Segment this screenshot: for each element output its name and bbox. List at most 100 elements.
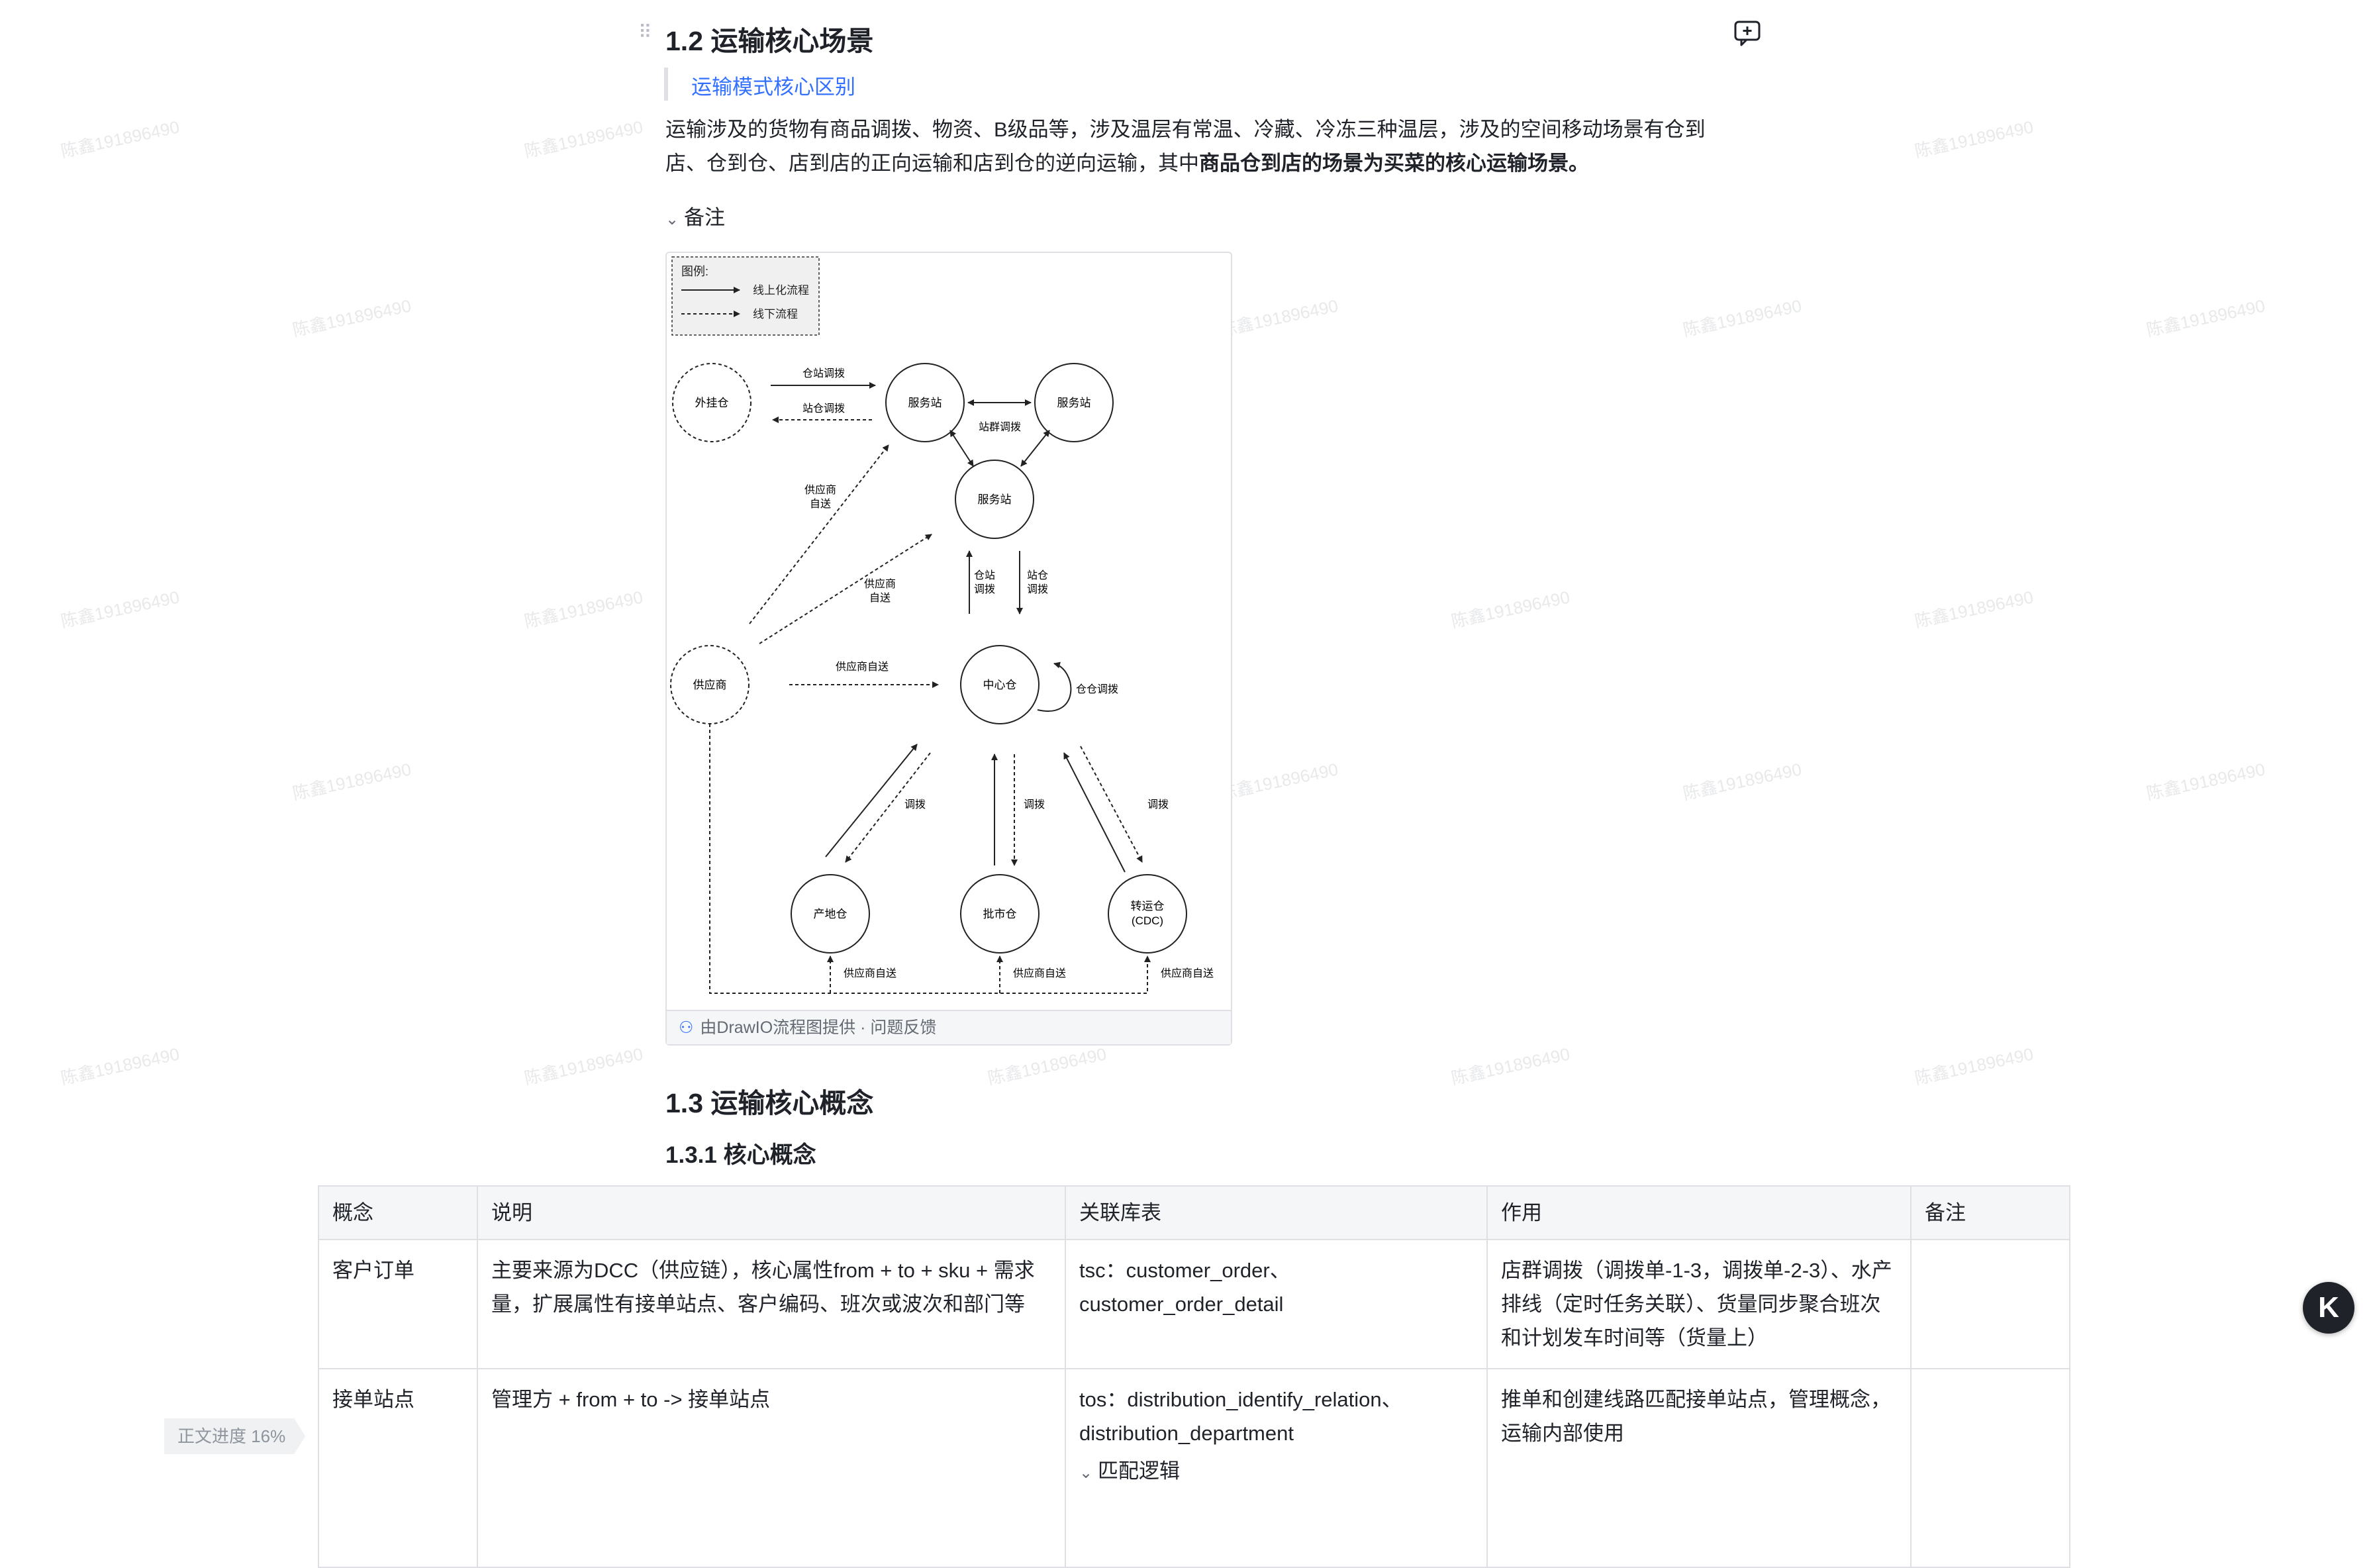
edge-station1-station3 xyxy=(949,430,974,467)
edge-label-cangzhan-a: 仓站 xyxy=(974,569,995,581)
edge-label-bottom-1: 供应商自送 xyxy=(844,967,896,979)
node-origin xyxy=(791,874,870,954)
reading-progress-badge: 正文进度 16% xyxy=(164,1418,306,1454)
node-waigua-label: 外挂仓 xyxy=(695,397,729,409)
legend-box xyxy=(671,256,820,336)
node-cdc xyxy=(1108,874,1187,954)
drawio-icon: ⚇ xyxy=(679,1018,694,1037)
feedback-link[interactable]: 问题反馈 xyxy=(870,1018,937,1037)
node-cdc-label-1: 转运仓 xyxy=(1131,900,1165,912)
table-row: 客户订单 主要来源为DCC（供应链），核心属性from + to + sku +… xyxy=(318,1239,2070,1369)
watermark: 陈鑫191896490 xyxy=(522,587,645,632)
concept-table: 概念 说明 关联库表 作用 备注 客户订单 主要来源为DCC（供应链），核心属性… xyxy=(318,1185,2070,1568)
cell-concept: 客户订单 xyxy=(318,1239,478,1369)
node-supplier-label: 供应商 xyxy=(693,679,727,691)
edge-label-diaobo-1: 调拨 xyxy=(904,799,926,810)
table-row: 接单站点 管理方 + from + to -> 接单站点 tos：distrib… xyxy=(318,1368,2070,1568)
cell-tables-text: tos：distribution_identify_relation、distr… xyxy=(1079,1388,1402,1445)
node-market-label: 批市仓 xyxy=(983,908,1017,920)
quote-link[interactable]: 运输模式核心区别 xyxy=(691,75,855,99)
edge-center-self xyxy=(1037,662,1072,712)
watermark: 陈鑫191896490 xyxy=(291,295,413,340)
edge-label-gys-2b: 自送 xyxy=(869,592,891,604)
watermark: 陈鑫191896490 xyxy=(1449,587,1572,632)
node-waigua xyxy=(672,363,751,442)
cell-effect: 推单和创建线路匹配接单站点，管理概念，运输内部使用 xyxy=(1486,1368,1912,1568)
edge-label-bottom-3: 供应商自送 xyxy=(1161,967,1214,979)
node-center-label: 中心仓 xyxy=(983,679,1017,691)
chevron-down-icon: ⌄ xyxy=(665,211,679,228)
cell-desc: 管理方 + from + to -> 接单站点 xyxy=(477,1368,1066,1568)
node-station-1 xyxy=(885,363,965,442)
subsection-heading: 1.3.1 核心概念 xyxy=(665,1142,816,1168)
cell-desc: 主要来源为DCC（供应链），核心属性from + to + sku + 需求量，… xyxy=(477,1239,1066,1369)
section-heading: 1.2 运输核心场景 xyxy=(665,26,874,56)
node-station-3-label: 服务站 xyxy=(978,493,1012,506)
header-note: 备注 xyxy=(1910,1185,2070,1240)
cell-effect: 店群调拨（调拨单-1-3，调拨单-2-3）、水产排线（定时任务关联）、货量同步聚… xyxy=(1486,1239,1912,1369)
paragraph-text: 运输涉及的货物有商品调拨、物资、B级品等，涉及温层有常温、冷藏、冷冻三种温层，涉… xyxy=(665,118,1706,175)
paragraph: 运输涉及的货物有商品调拨、物资、B级品等，涉及温层有常温、冷藏、冷冻三种温层，涉… xyxy=(665,113,1725,180)
watermark: 陈鑫191896490 xyxy=(59,587,181,632)
header-tables: 关联库表 xyxy=(1065,1185,1488,1240)
toggle-notes[interactable]: ⌄ 备注 xyxy=(665,201,725,230)
watermark: 陈鑫191896490 xyxy=(1913,587,2035,632)
edge-label-zhancang: 站仓调拨 xyxy=(802,403,845,415)
add-comment-icon[interactable] xyxy=(1733,20,1761,46)
edge-label-cangcang: 仓仓调拨 xyxy=(1076,683,1118,695)
edge-label-gys-1a: 供应商 xyxy=(804,483,836,496)
header-desc: 说明 xyxy=(477,1185,1066,1240)
edge-label-diaobo-3: 调拨 xyxy=(1147,799,1169,810)
edge-supplier-station1 xyxy=(749,444,889,624)
watermark: 陈鑫191896490 xyxy=(522,1044,645,1089)
edge-supplier-cdc xyxy=(709,724,1151,994)
cell-tables: tos：distribution_identify_relation、distr… xyxy=(1065,1368,1488,1568)
watermark: 陈鑫191896490 xyxy=(1913,117,2035,162)
edge-label-zhancang-b: 调拨 xyxy=(1027,583,1048,595)
header-effect: 作用 xyxy=(1486,1185,1912,1240)
drag-handle-icon[interactable]: ⠿ xyxy=(638,22,652,42)
watermark: 陈鑫191896490 xyxy=(1681,759,1804,804)
node-station-2-label: 服务站 xyxy=(1057,397,1091,409)
diagram-footer: ⚇由DrawIO流程图提供 · 问题反馈 xyxy=(667,1010,1231,1044)
edge-center-origin xyxy=(845,752,931,863)
toggle-label: 备注 xyxy=(684,206,725,229)
node-market xyxy=(960,874,1040,954)
flow-diagram: 图例: 线上化流程 线下流程 外挂仓 服务站 服务站 服务站 供应商 中心仓 产… xyxy=(670,256,1214,994)
watermark: 陈鑫191896490 xyxy=(1913,1044,2035,1089)
nested-toggle[interactable]: ⌄匹配逻辑 xyxy=(1079,1454,1473,1490)
watermark: 陈鑫191896490 xyxy=(2145,759,2267,804)
watermark: 陈鑫191896490 xyxy=(986,1044,1108,1089)
section-heading-13: 1.3 运输核心概念 xyxy=(665,1088,874,1118)
node-station-2 xyxy=(1034,363,1114,442)
edge-label-bottom-2: 供应商自送 xyxy=(1013,967,1066,979)
edge-label-zhanqun: 站群调拨 xyxy=(979,421,1021,433)
edge-origin-center xyxy=(825,744,918,858)
chevron-down-icon: ⌄ xyxy=(1079,1464,1093,1482)
edge-station2-station3 xyxy=(1020,430,1050,467)
quote-bar xyxy=(664,68,668,101)
watermark: 陈鑫191896490 xyxy=(1449,1044,1572,1089)
footer-separator: · xyxy=(855,1018,871,1037)
cell-tables: tsc：customer_order、customer_order_detail xyxy=(1065,1239,1488,1369)
floating-assistant-button[interactable]: K xyxy=(2303,1282,2354,1334)
node-station-3 xyxy=(955,460,1034,539)
watermark: 陈鑫191896490 xyxy=(522,117,645,162)
cell-note xyxy=(1910,1239,2070,1369)
watermark: 陈鑫191896490 xyxy=(2145,295,2267,340)
edge-label-zhancang-a: 站仓 xyxy=(1027,569,1048,581)
header-concept: 概念 xyxy=(318,1185,478,1240)
node-station-1-label: 服务站 xyxy=(908,397,942,409)
legend-online-label: 线上化流程 xyxy=(753,284,809,297)
edge-label-gys-1b: 自送 xyxy=(810,498,831,510)
node-cdc-label-2: (CDC) xyxy=(1132,914,1163,927)
node-center xyxy=(960,645,1040,724)
edge-label-gys-center: 供应商自送 xyxy=(836,660,889,673)
legend-offline-label: 线下流程 xyxy=(753,308,798,320)
watermark: 陈鑫191896490 xyxy=(1218,759,1340,804)
paragraph-bold-text: 商品仓到店的场景为买菜的核心运输场景。 xyxy=(1199,152,1589,175)
drawio-diagram[interactable]: 图例: 线上化流程 线下流程 外挂仓 服务站 服务站 服务站 供应商 中心仓 产… xyxy=(665,252,1232,1046)
table-header-row: 概念 说明 关联库表 作用 备注 xyxy=(318,1185,2070,1240)
edge-label-diaobo-2: 调拨 xyxy=(1024,799,1045,810)
watermark: 陈鑫191896490 xyxy=(59,1044,181,1089)
